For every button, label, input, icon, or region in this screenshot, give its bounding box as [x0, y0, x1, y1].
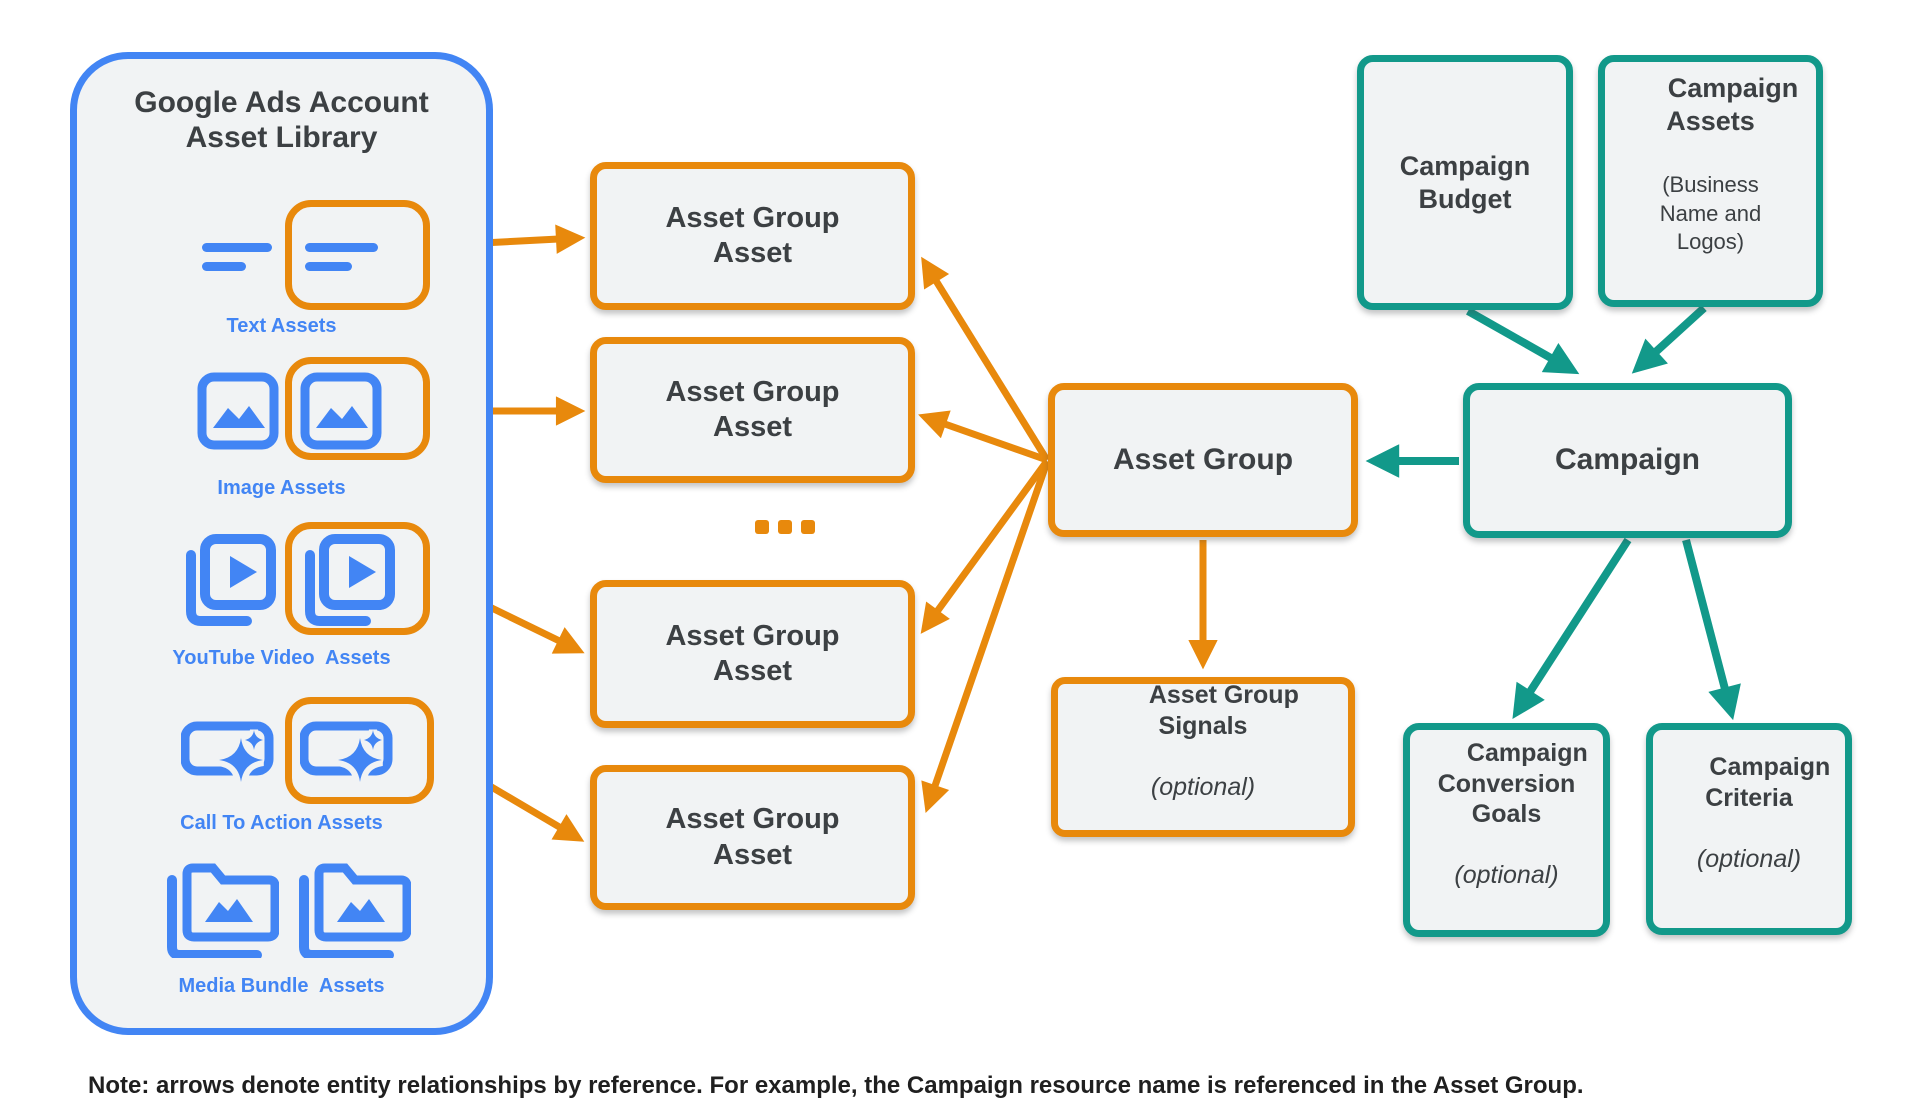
media-bundle-asset-icon — [299, 863, 411, 958]
campaign-conversion-goals-box: Campaign Conversion Goals (optional) — [1403, 723, 1610, 937]
campaign-budget-label: Campaign Budget — [1399, 150, 1531, 214]
arrow-campaign-to-conversion-goals — [1512, 537, 1632, 720]
campaign-budget-box: Campaign Budget — [1357, 55, 1573, 310]
image-asset-icon — [197, 372, 279, 450]
arrow-asset-group-to-asset-group-asset-2 — [918, 410, 1049, 464]
campaign-conversion-goals-qualifier: (optional) — [1454, 861, 1559, 890]
ellipsis-dot — [801, 520, 815, 534]
cta-asset-highlight-frame — [285, 697, 434, 804]
asset-library-title: Google Ads Account Asset Library — [134, 86, 429, 155]
campaign-conversion-goals-title: Campaign Conversion Goals — [1437, 739, 1588, 829]
campaign-criteria-title: Campaign Criteria — [1705, 753, 1831, 812]
asset-group-asset-label: Asset Group Asset — [665, 375, 840, 443]
text-asset-icon — [305, 243, 378, 271]
asset-group-box: Asset Group — [1048, 383, 1358, 537]
text-asset-highlight-frame — [285, 200, 430, 310]
youtube-video-assets-label: YouTube Video Assets — [172, 647, 391, 669]
campaign-assets-box: Campaign Assets (Business Name and Logos… — [1598, 55, 1823, 307]
image-asset-highlight-frame — [285, 357, 430, 460]
arrow-asset-group-to-asset-group-asset-1 — [921, 256, 1050, 462]
footnote: Note: arrows denote entity relationships… — [88, 1072, 1584, 1099]
campaign-assets-label: Campaign Assets (Business Name and Logos… — [1623, 39, 1799, 322]
asset-group-asset-box-3: Asset Group Asset — [590, 580, 915, 728]
campaign-label: Campaign — [1554, 443, 1701, 477]
asset-group-signals-qualifier: (optional) — [1150, 772, 1256, 801]
image-asset-icon — [300, 372, 382, 450]
call-to-action-asset-icon — [300, 721, 393, 784]
asset-group-asset-label: Asset Group Asset — [665, 619, 840, 687]
arrow-campaign-assets-to-campaign — [1631, 305, 1707, 374]
arrow-asset-group-to-asset-group-asset-4 — [921, 460, 1051, 813]
asset-group-signals-title: Asset Group Signals — [1148, 681, 1299, 740]
asset-library-panel: Google Ads Account Asset Library Text As… — [70, 52, 493, 1035]
asset-group-asset-label: Asset Group Asset — [665, 201, 840, 269]
asset-group-label: Asset Group — [1112, 442, 1294, 476]
ellipsis — [755, 520, 815, 534]
asset-group-asset-box-4: Asset Group Asset — [590, 765, 915, 910]
youtube-video-asset-icon — [305, 534, 395, 626]
media-bundle-asset-icon — [167, 863, 279, 958]
asset-group-signals-label: Asset Group Signals (optional) — [1107, 650, 1299, 864]
text-assets-label: Text Assets — [226, 315, 337, 337]
media-bundle-assets-label: Media Bundle Assets — [178, 975, 385, 997]
asset-group-asset-box-2: Asset Group Asset — [590, 337, 915, 483]
image-assets-label: Image Assets — [217, 477, 346, 499]
campaign-assets-title: Campaign Assets — [1666, 73, 1799, 137]
asset-group-asset-label: Asset Group Asset — [665, 803, 840, 871]
campaign-criteria-qualifier: (optional) — [1696, 844, 1802, 873]
campaign-box: Campaign — [1463, 383, 1792, 538]
asset-group-signals-box: Asset Group Signals (optional) — [1051, 677, 1355, 837]
text-asset-icon — [202, 243, 272, 271]
campaign-criteria-box: Campaign Criteria (optional) — [1646, 723, 1852, 935]
arrow-campaign-budget-to-campaign — [1466, 307, 1580, 375]
youtube-video-asset-icon — [186, 534, 276, 626]
asset-group-asset-box-1: Asset Group Asset — [590, 162, 915, 310]
call-to-action-assets-label: Call To Action Assets — [180, 812, 383, 834]
campaign-assets-sublabel: (Business Name and Logos) — [1659, 172, 1762, 255]
arrow-asset-group-to-asset-group-asset-3 — [920, 458, 1050, 634]
ellipsis-dot — [755, 520, 769, 534]
call-to-action-asset-icon — [181, 721, 274, 784]
youtube-asset-highlight-frame — [285, 522, 430, 635]
campaign-conversion-goals-label: Campaign Conversion Goals (optional) — [1425, 708, 1588, 953]
campaign-criteria-label: Campaign Criteria (optional) — [1668, 722, 1831, 936]
arrow-campaign-to-criteria — [1682, 538, 1741, 721]
ellipsis-dot — [778, 520, 792, 534]
